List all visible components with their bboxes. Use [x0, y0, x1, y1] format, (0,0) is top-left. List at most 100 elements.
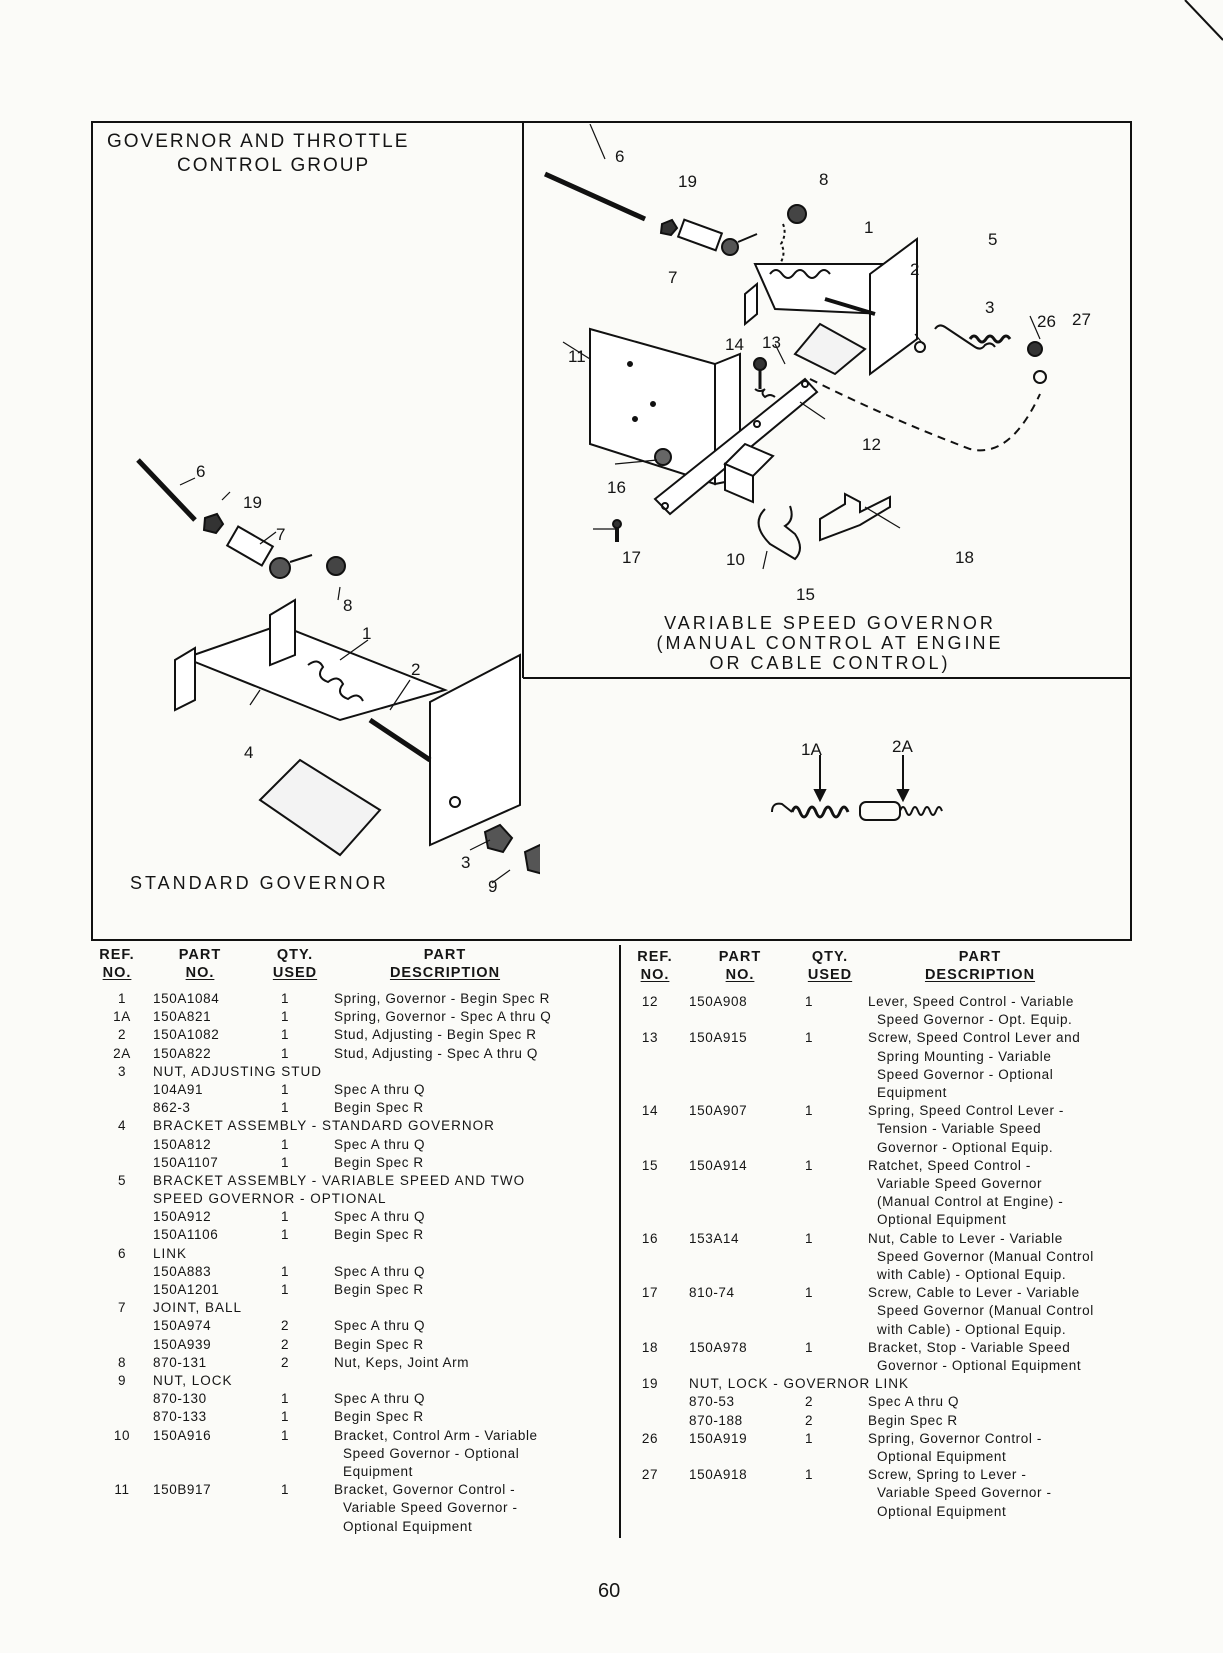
hdr-qty-right: QTY. USED — [807, 949, 853, 983]
title-line-2: CONTROL GROUP — [177, 155, 371, 176]
ref-number: 5 — [117, 1172, 127, 1188]
callout-15: 15 — [796, 585, 815, 604]
description-line: Spec A thru Q — [334, 1391, 426, 1407]
part-description: Ratchet, Speed Control - Variable Speed G… — [868, 1157, 1063, 1230]
callout-7: 7 — [668, 268, 678, 287]
description-line: Variable Speed Governor - — [343, 1500, 518, 1516]
hdr-part-right: PART NO. — [718, 949, 762, 983]
part-description: Begin Spec R — [334, 1408, 424, 1426]
part-number: 150A1106 — [153, 1227, 219, 1243]
callout-18: 18 — [955, 548, 974, 567]
part-number: 870-131 — [153, 1354, 207, 1370]
description-line: Begin Spec R — [334, 1154, 424, 1170]
ref-number: 12 — [641, 994, 659, 1009]
description-line: Spec A thru Q — [334, 1318, 426, 1334]
qty-used: 1 — [804, 1103, 814, 1119]
callout-10: 10 — [726, 550, 745, 569]
ref-number: 13 — [641, 1030, 659, 1046]
description-line: Speed Governor - Optional — [343, 1445, 520, 1461]
description-line: Speed Governor - Optional — [877, 1066, 1054, 1082]
description-line: Stud, Adjusting - Spec A thru Q — [334, 1045, 538, 1061]
hdr-ref: REF. NO. — [99, 947, 135, 981]
ref-number: 8 — [117, 1354, 127, 1370]
ref-number: 18 — [641, 1339, 659, 1355]
qty-used: 1 — [280, 1227, 290, 1243]
part-group-heading: NUT, LOCK — [153, 1372, 233, 1388]
description-line: Ratchet, Speed Control - — [868, 1157, 1031, 1173]
description-line: Nut, Keps, Joint Arm — [334, 1354, 470, 1370]
part-number: 150A919 — [689, 1430, 748, 1446]
title-line-1: GOVERNOR AND THROTTLE — [107, 131, 410, 152]
description-line: Bracket, Stop - Variable Speed — [868, 1339, 1071, 1355]
description-line: Variable Speed Governor — [877, 1175, 1043, 1191]
callout-12: 12 — [862, 435, 881, 454]
table-row: 8 870-131 2 Nut, Keps, Joint Arm — [100, 1354, 605, 1372]
part-number: 150A812 — [153, 1136, 212, 1152]
callout-19: 19 — [678, 172, 697, 191]
qty-used: 1 — [804, 1230, 814, 1246]
callout-13: 13 — [762, 333, 781, 352]
std-callout-8: 8 — [343, 596, 353, 615]
variable-speed-caption: VARIABLE SPEED GOVERNOR (MANUAL CONTROL … — [620, 613, 1040, 673]
description-line: Spring, Governor - Begin Spec R — [334, 991, 550, 1006]
description-line: Tension - Variable Speed — [877, 1121, 1042, 1137]
hdr-part: PART NO. — [178, 947, 222, 981]
description-line: Speed Governor - Opt. Equip. — [877, 1012, 1073, 1028]
hdr-qty: QTY. USED — [272, 947, 318, 981]
part-number: 810-74 — [689, 1285, 735, 1301]
description-line: Lever, Speed Control - Variable — [868, 994, 1074, 1009]
qty-used: 1 — [804, 1467, 814, 1483]
description-line: Spring Mounting - Variable — [877, 1048, 1052, 1064]
description-line: Spring, Governor - Spec A thru Q — [334, 1009, 552, 1025]
std-callout-4: 4 — [244, 743, 254, 762]
callout-26: 26 — [1037, 312, 1056, 331]
qty-used: 2 — [280, 1336, 290, 1352]
description-line: Spec A thru Q — [334, 1081, 426, 1097]
qty-used: 2 — [804, 1412, 814, 1428]
description-line: Speed Governor (Manual Control — [877, 1303, 1094, 1319]
description-line: Begin Spec R — [334, 1409, 424, 1425]
description-line: Spring, Speed Control Lever - — [868, 1103, 1064, 1119]
part-description: Begin Spec R — [868, 1412, 958, 1430]
variable-speed-governor-diagram — [543, 124, 1047, 570]
part-description: Nut, Keps, Joint Arm — [334, 1354, 469, 1372]
callout-17: 17 — [622, 548, 641, 567]
qty-used: 1 — [280, 1100, 290, 1116]
description-line: Equipment — [343, 1463, 413, 1479]
part-number: 150A1082 — [153, 1027, 220, 1043]
qty-used: 1 — [280, 1409, 290, 1425]
qty-used: 1 — [280, 991, 290, 1006]
std-callout-6: 6 — [196, 462, 206, 481]
part-group-heading: BRACKET ASSEMBLY - VARIABLE SPEED AND TW… — [153, 1172, 526, 1188]
ref-number: 26 — [641, 1430, 659, 1446]
qty-used: 1 — [280, 1282, 290, 1297]
qty-used: 1 — [280, 1045, 290, 1061]
part-description: Bracket, Governor Control -Variable Spee… — [334, 1481, 518, 1536]
description-line: Spec A thru Q — [868, 1394, 960, 1410]
part-number: 150A939 — [153, 1336, 212, 1352]
std-callout-9: 9 — [488, 877, 498, 896]
std-callout-3: 3 — [461, 853, 471, 872]
qty-used: 2 — [280, 1354, 290, 1370]
hdr-ref-right: REF. NO. — [637, 949, 673, 983]
qty-used: 1 — [280, 1027, 290, 1043]
callout-6: 6 — [615, 147, 625, 166]
qty-used: 1 — [804, 994, 814, 1009]
description-line: Spec A thru Q — [334, 1263, 426, 1279]
description-line: Screw, Spring to Lever - — [868, 1467, 1027, 1483]
part-number: 150A822 — [153, 1045, 212, 1061]
